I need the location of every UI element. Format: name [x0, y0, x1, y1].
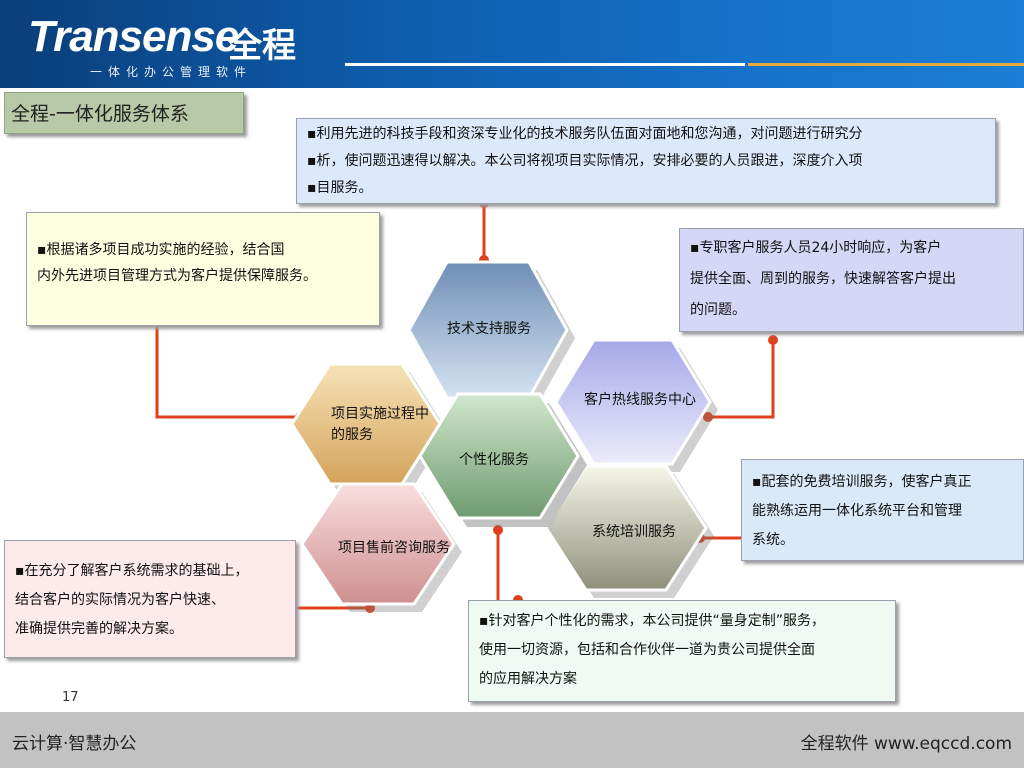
logo-text-cn: 全程 — [228, 26, 296, 66]
hex-label-tech: 技术支持服务 — [447, 321, 531, 337]
hex-impl — [290, 362, 448, 492]
hex-label-presales: 项目售前咨询服务 — [338, 540, 450, 556]
note-personalized: ▪针对客户个性化的需求，本公司提供“量身定制”服务， 使用一切资源，包括和合作伙… — [468, 600, 896, 702]
dot-right-top-2 — [703, 412, 713, 422]
hex-label-hotline: 客户热线服务中心 — [584, 392, 696, 408]
hex-label-impl-line1: 项目实施过程中 — [331, 406, 429, 422]
header-banner: Transense 全程 一体化办公管理软件 — [0, 0, 1024, 88]
dot-right-top — [768, 335, 778, 345]
hex-presales — [300, 482, 462, 612]
connectors — [155, 204, 775, 610]
connector-left — [155, 326, 300, 419]
hex-hotline — [554, 338, 718, 472]
hex-label-training: 系统培训服务 — [592, 524, 676, 540]
note-line: 能熟练运用一体化系统平台和管理 — [752, 503, 962, 519]
note-line: 结合客户的实际情况为客户快速、 — [15, 592, 225, 608]
note-line: ▪利用先进的科技手段和资深专业化的技术服务队伍面对面地和您沟通，对问题进行研究分 — [307, 126, 863, 142]
hex-label-center: 个性化服务 — [459, 452, 529, 468]
slide-title: 全程-一体化服务体系 — [4, 92, 244, 134]
connector-right-top — [708, 340, 775, 419]
note-line: ▪根据诸多项目成功实施的经验，结合国 — [37, 242, 285, 258]
hex-label-impl: 项目实施过程中 的服务 — [331, 404, 441, 446]
note-line: ▪针对客户个性化的需求，本公司提供“量身定制”服务， — [479, 613, 825, 629]
note-training: ▪配套的免费培训服务，使客户真正 能熟练运用一体化系统平台和管理 系统。 — [741, 459, 1024, 561]
note-line: 准确提供完善的解决方案。 — [15, 621, 183, 637]
footer-website: 全程软件 www.eqccd.com — [800, 734, 1012, 754]
note-line: 的应用解决方案 — [479, 671, 577, 687]
dot-bottom-center — [493, 525, 503, 535]
page-number: 17 — [62, 690, 79, 705]
note-line: 的问题。 — [690, 302, 746, 318]
note-line: 提供全面、周到的服务，快速解答客户提出 — [690, 271, 956, 287]
note-line: ▪在充分了解客户系统需求的基础上， — [15, 563, 249, 579]
note-line: ▪专职客户服务人员24小时响应，为客户 — [690, 240, 942, 256]
note-line: 使用一切资源，包括和合作伙伴一道为贵公司提供全面 — [479, 642, 815, 658]
note-tech-support: ▪利用先进的科技手段和资深专业化的技术服务队伍面对面地和您沟通，对问题进行研究分… — [296, 118, 996, 204]
note-presales: ▪在充分了解客户系统需求的基础上， 结合客户的实际情况为客户快速、 准确提供完善… — [4, 540, 296, 658]
logo-subtitle: 一体化办公管理软件 — [90, 65, 253, 79]
hex-center — [418, 392, 587, 527]
note-line: 内外先进项目管理方式为客户提供保障服务。 — [37, 268, 317, 284]
hex-training — [544, 464, 714, 598]
note-line: 系统。 — [752, 532, 794, 548]
note-line: ▪配套的免费培训服务，使客户真正 — [752, 474, 972, 490]
hex-label-impl-line2: 的服务 — [331, 427, 373, 443]
note-line: ▪目服务。 — [307, 180, 373, 196]
header-divider-gold — [748, 63, 1024, 66]
note-hotline: ▪专职客户服务人员24小时响应，为客户 提供全面、周到的服务，快速解答客户提出 … — [679, 228, 1024, 332]
footer-slogan: 云计算·智慧办公 — [12, 734, 137, 754]
note-line: ▪析，使问题迅速得以解决。本公司将视项目实际情况，安排必要的人员跟进，深度介入项 — [307, 153, 863, 169]
header-divider-white — [345, 63, 745, 66]
logo-text-en: Transense — [28, 12, 239, 61]
footer-bar: 云计算·智慧办公 全程软件 www.eqccd.com — [0, 712, 1024, 768]
hex-tech — [407, 260, 575, 406]
note-implementation: ▪根据诸多项目成功实施的经验，结合国 内外先进项目管理方式为客户提供保障服务。 — [26, 212, 380, 326]
